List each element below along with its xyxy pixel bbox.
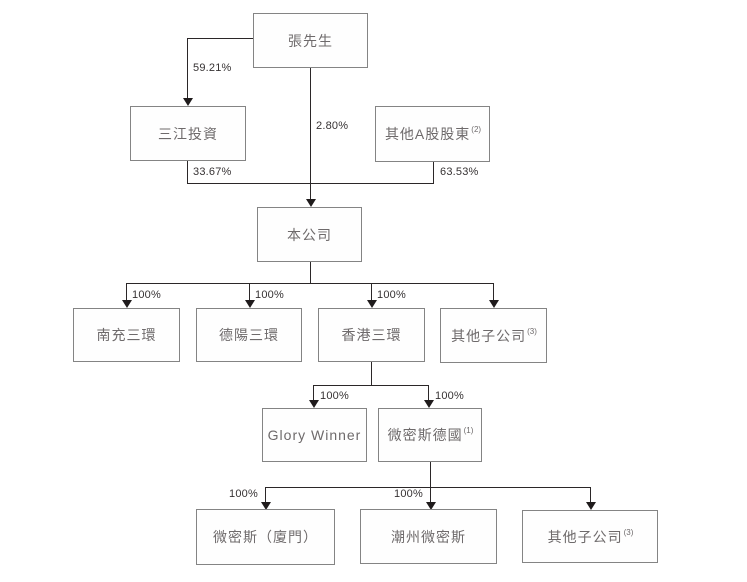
node-hongkong-sanhuan: 香港三環 — [318, 308, 425, 362]
connector-line — [187, 161, 188, 184]
node-nanchong-sanhuan-label: 南充三環 — [96, 327, 157, 343]
node-nanchong-sanhuan: 南充三環 — [73, 308, 180, 362]
arrowhead-down-icon — [586, 502, 596, 510]
connector-line — [313, 385, 429, 386]
connector-line — [430, 462, 431, 488]
connector-line — [310, 68, 311, 200]
connector-line — [187, 38, 188, 99]
node-other-subsidiaries-bottom-footnote: (3) — [623, 527, 634, 537]
connector-line — [126, 283, 127, 302]
node-glory-winner: Glory Winner — [262, 408, 367, 462]
arrowhead-down-icon — [306, 199, 316, 207]
arrowhead-down-icon — [489, 300, 499, 308]
node-chaozhou-wms-label: 潮州微密斯 — [391, 528, 466, 545]
node-other-a-share-holders-label: 其他A股股東 — [384, 126, 471, 142]
connector-line — [265, 487, 591, 488]
edge-label-company-to-nanchong: 100% — [132, 289, 161, 301]
connector-line — [428, 385, 429, 402]
node-wms-xiamen-label: 微密斯（廈門） — [213, 529, 318, 545]
arrowhead-down-icon — [309, 400, 319, 408]
node-other-subsidiaries-mid-footnote: (3) — [527, 326, 537, 336]
connector-line — [430, 487, 431, 504]
node-other-a-share-holders: 其他A股股東(2) — [375, 106, 490, 162]
connector-line — [371, 283, 372, 302]
node-deyang-sanhuan-label: 德陽三環 — [219, 327, 279, 343]
node-glory-winner-label: Glory Winner — [267, 427, 362, 443]
node-sanjiang-investment-label: 三江投資 — [158, 125, 218, 142]
edge-label-germany-to-chaozhou: 100% — [394, 488, 423, 500]
connector-line — [249, 283, 250, 302]
node-deyang-sanhuan: 德陽三環 — [196, 308, 302, 362]
node-the-company-label: 本公司 — [287, 226, 332, 243]
arrowhead-down-icon — [424, 400, 434, 408]
node-mr-zhang-label: 張先生 — [288, 32, 333, 49]
edge-label-zhang-to-sanjiang: 59.21% — [193, 62, 232, 74]
arrowhead-down-icon — [261, 502, 271, 510]
edge-label-company-to-hongkong: 100% — [377, 289, 406, 301]
connector-line — [310, 262, 311, 284]
node-wms-germany-footnote: (1) — [463, 426, 474, 435]
connector-line — [126, 283, 494, 284]
edge-label-sanjiang-to-company: 33.67% — [193, 166, 232, 178]
arrowhead-down-icon — [245, 300, 255, 308]
arrowhead-down-icon — [183, 98, 193, 106]
connector-line — [371, 362, 372, 386]
node-other-subsidiaries-bottom: 其他子公司(3) — [522, 510, 658, 563]
arrowhead-down-icon — [426, 502, 436, 510]
node-wms-xiamen: 微密斯（廈門） — [196, 509, 335, 565]
node-mr-zhang: 張先生 — [253, 13, 368, 68]
node-other-a-share-holders-footnote: (2) — [471, 125, 482, 134]
node-other-subsidiaries-mid: 其他子公司(3) — [440, 308, 547, 363]
node-other-subsidiaries-bottom-label: 其他子公司 — [547, 528, 623, 545]
connector-line — [590, 487, 591, 504]
node-chaozhou-wms: 潮州微密斯 — [360, 509, 497, 564]
edge-label-other-a-to-company: 63.53% — [440, 166, 479, 178]
node-the-company: 本公司 — [257, 207, 362, 262]
node-other-subsidiaries-mid-label: 其他子公司 — [451, 327, 527, 344]
node-wms-germany: 微密斯德國(1) — [378, 408, 482, 462]
connector-line — [265, 487, 266, 504]
edge-label-zhang-to-company: 2.80% — [316, 120, 349, 132]
connector-line — [187, 38, 254, 39]
connector-line — [493, 283, 494, 302]
edge-label-germany-to-xiamen: 100% — [229, 488, 258, 500]
node-wms-germany-label: 微密斯德國 — [387, 427, 463, 443]
arrowhead-down-icon — [367, 300, 377, 308]
edge-label-hk-to-glory: 100% — [320, 390, 349, 402]
node-sanjiang-investment: 三江投資 — [130, 106, 246, 161]
edge-label-hk-to-wms-germany: 100% — [435, 390, 464, 402]
arrowhead-down-icon — [122, 300, 132, 308]
connector-line — [313, 385, 314, 402]
node-hongkong-sanhuan-label: 香港三環 — [341, 327, 402, 343]
edge-label-company-to-deyang: 100% — [255, 289, 284, 301]
connector-line — [433, 162, 434, 184]
connector-line — [187, 183, 434, 184]
